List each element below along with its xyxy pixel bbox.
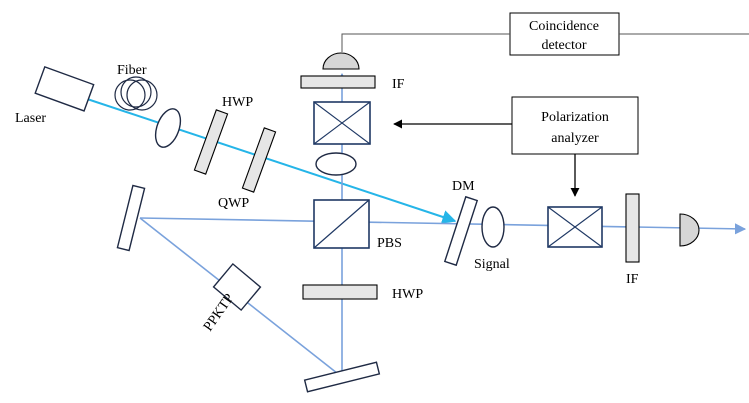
photon-beam-horizontal [139, 217, 747, 235]
signal-label: Signal [474, 257, 510, 272]
top-lens [315, 152, 357, 176]
wire-to-top-detector [341, 33, 510, 52]
if-right-label: IF [626, 272, 639, 287]
fiber-label: Fiber [117, 63, 147, 78]
right-polarizer-diag2 [547, 206, 603, 248]
laser-label: Laser [15, 111, 46, 126]
laser-box [34, 65, 95, 112]
hwp-top-label: HWP [222, 95, 253, 110]
qwp-plate [241, 127, 277, 193]
polarization-label-line2: analyzer [551, 131, 599, 146]
polarization-analyzer-box [511, 96, 639, 155]
coincidence-label-line2: detector [541, 38, 586, 53]
top-polarizer-diag2 [313, 101, 371, 145]
pbs-diagonal [313, 199, 370, 249]
if-top-filter [300, 75, 376, 89]
bottom-mirror [303, 361, 381, 393]
fiber-coil [114, 76, 158, 111]
signal-lens [481, 206, 505, 248]
right-detector-icon [679, 213, 700, 247]
dichroic-mirror [443, 195, 479, 267]
top-detector-icon [322, 52, 360, 70]
if-top-label: IF [392, 77, 405, 92]
pbs-label: PBS [377, 236, 402, 251]
qwp-label: QWP [218, 196, 249, 211]
left-mirror [116, 184, 146, 252]
hwp-bottom-plate [302, 284, 378, 300]
coupling-lens [154, 108, 182, 148]
ppktp-label: PPKTP [201, 291, 238, 334]
hwp-bottom-label: HWP [392, 287, 423, 302]
dm-label: DM [452, 179, 475, 194]
polarization-label-line1: Polarization [541, 110, 609, 125]
hwp-top-plate [193, 109, 229, 175]
if-right-filter [625, 193, 640, 263]
ppktp-crystal [212, 262, 262, 312]
coincidence-label-line1: Coincidence [529, 19, 599, 34]
